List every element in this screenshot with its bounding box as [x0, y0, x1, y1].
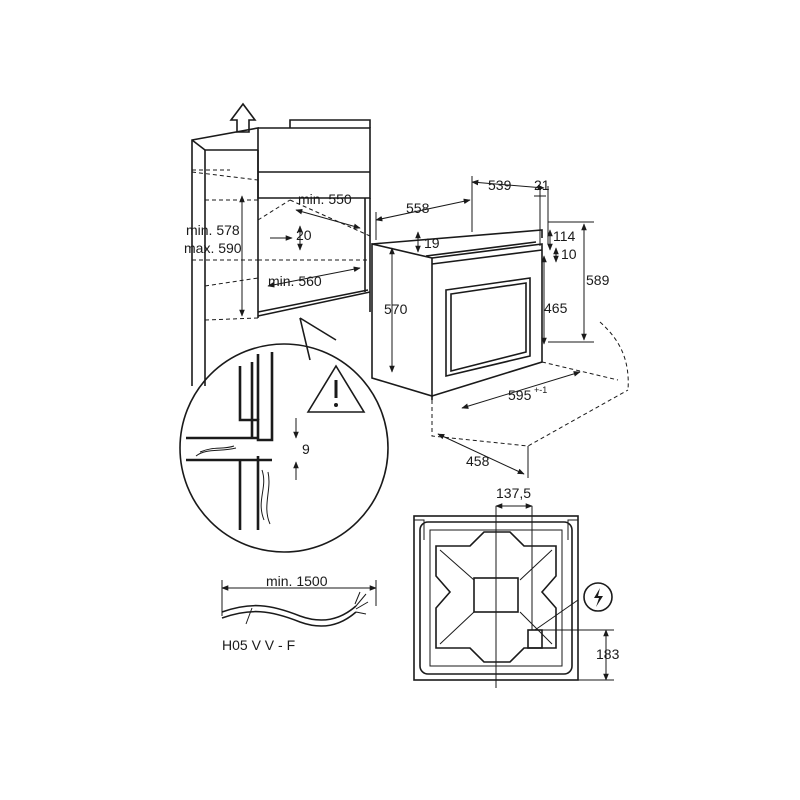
oven-body-height: 570: [384, 301, 408, 317]
oven-base-depth: 458: [466, 453, 490, 469]
oven-door-height: 465: [544, 300, 568, 316]
oven-total-height: 589: [586, 272, 610, 288]
up-arrow-icon: [229, 102, 257, 133]
detail-zoom-circle: 9: [179, 317, 389, 553]
back-view-drawing: 137,5 183: [413, 485, 620, 688]
cabinet-height-min: min. 578: [186, 222, 240, 238]
oven-width: 595: [508, 387, 532, 403]
detail-gap: 9: [302, 441, 310, 457]
oven-panel-gap: 10: [561, 246, 577, 262]
oven-panel-top: 114: [553, 228, 576, 244]
cable-length: min. 1500: [266, 573, 328, 589]
electrical-connection-icon: [594, 588, 603, 607]
warning-icon: [306, 364, 366, 413]
cabinet-height-max: max. 590: [184, 240, 242, 256]
oven-width-tolerance: +-1: [534, 385, 547, 395]
cable-drawing: min. 1500 H05 V V - F: [221, 573, 377, 653]
oven-drawing: 558 539 21 19 114 10 570 465 589 595 +-1…: [371, 176, 629, 478]
cabinet-drawing: min. 578 max. 590 min. 550 20 min. 560: [184, 102, 371, 386]
back-offset-x: 137,5: [496, 485, 531, 501]
oven-depth-body: 539: [488, 177, 512, 193]
oven-front: 21: [534, 177, 550, 193]
cable-type: H05 V V - F: [222, 637, 295, 653]
oven-top-offset: 19: [424, 235, 440, 251]
back-offset-y: 183: [596, 646, 620, 662]
cabinet-gap: 20: [296, 227, 312, 243]
oven-depth: 558: [406, 200, 430, 216]
cabinet-width-top: min. 550: [298, 191, 352, 207]
cabinet-width-bottom: min. 560: [268, 273, 322, 289]
